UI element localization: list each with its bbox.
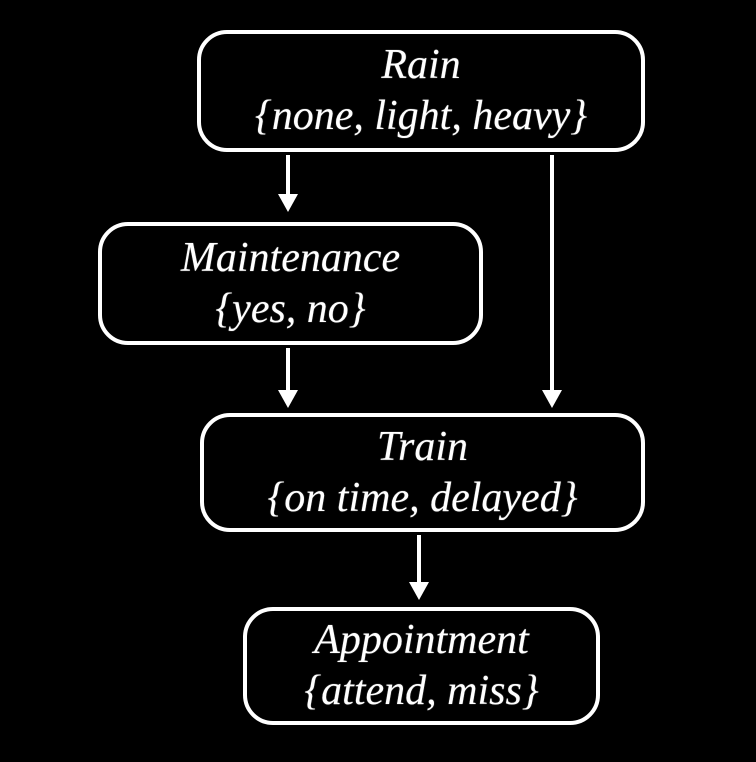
arrowhead-down-icon [278,390,298,408]
node-rain-title: Rain [381,42,461,88]
arrowhead-down-icon [409,582,429,600]
node-maintenance: Maintenance {yes, no} [98,222,483,345]
arrowhead-down-icon [542,390,562,408]
node-rain-values: {none, light, heavy} [254,93,588,139]
edge-train-to-appointment-shaft [417,535,421,584]
edge-maintenance-to-train-shaft [286,348,290,392]
node-appointment-title: Appointment [314,617,529,663]
arrowhead-down-icon [278,194,298,212]
node-appointment: Appointment {attend, miss} [243,607,600,725]
node-appointment-values: {attend, miss} [304,668,539,714]
node-maintenance-title: Maintenance [180,234,401,281]
edge-train-to-appointment-arrow [409,535,429,600]
node-maintenance-values: {yes, no} [215,285,366,332]
edge-rain-to-train-shaft [550,155,554,392]
node-train-values: {on time, delayed} [267,474,578,521]
node-train: Train {on time, delayed} [200,413,645,532]
node-train-title: Train [376,423,469,470]
edge-maintenance-to-train-arrow [278,348,298,408]
edge-rain-to-train-arrow [542,155,562,408]
node-rain: Rain {none, light, heavy} [197,30,645,152]
edge-rain-to-maintenance-shaft [286,155,290,196]
edge-rain-to-maintenance-arrow [278,155,298,212]
